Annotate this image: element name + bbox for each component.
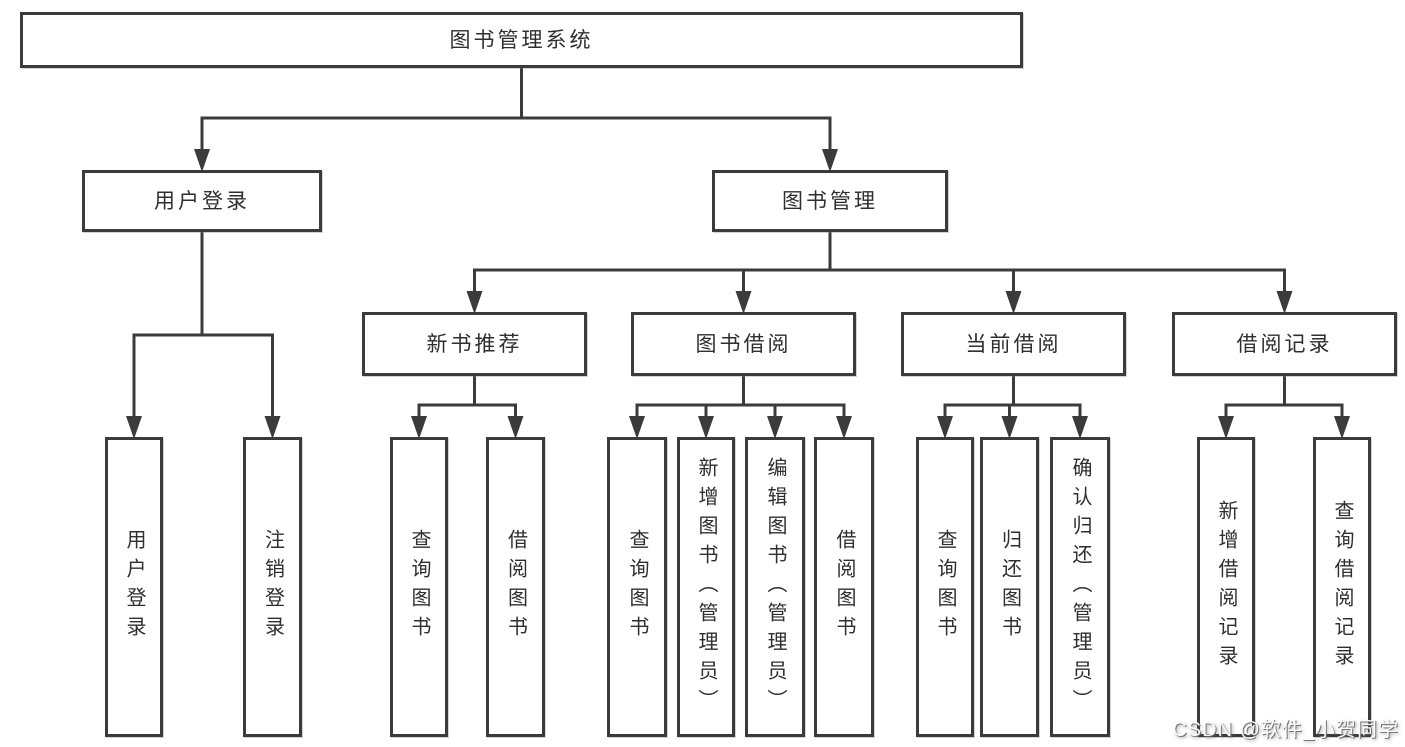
node-user-login: 用户登录 [82,170,322,232]
node-leaf-borrow-book-2-label: 借阅图书 [833,529,855,645]
node-leaf-add-book-admin: 新增图书（管理员） [677,437,735,737]
node-leaf-query-book-1: 查询图书 [390,437,448,737]
arrowhead-icon [507,416,524,439]
arrowhead-icon [1334,416,1350,439]
arrowhead-icon [126,416,142,439]
node-leaf-query-book-1-label: 查询图书 [408,529,430,645]
arrowhead-icon [1072,416,1088,439]
node-leaf-edit-book-admin: 编辑图书（管理员） [745,437,805,737]
arrowhead-icon [1276,291,1293,314]
node-leaf-borrow-book-1-label: 借阅图书 [504,529,527,645]
arrowhead-icon [1218,416,1234,439]
node-leaf-user-login: 用户登录 [105,437,163,737]
node-leaf-add-book-admin-label: 新增图书（管理员） [695,456,717,718]
node-leaf-borrow-book-1: 借阅图书 [486,437,545,737]
node-leaf-query-book-2-label: 查询图书 [626,529,648,645]
node-new-book-recommend: 新书推荐 [362,312,587,376]
arrowhead-icon [466,291,483,314]
node-library-system: 图书管理系统 [20,12,1023,68]
node-leaf-query-book-2: 查询图书 [607,437,667,737]
node-leaf-confirm-return-label: 确认归还（管理员） [1069,456,1091,718]
node-borrow-record-label: 借阅记录 [1236,332,1333,356]
node-leaf-user-login-label: 用户登录 [123,529,145,645]
node-leaf-query-book-3-label: 查询图书 [934,529,956,645]
node-leaf-confirm-return: 确认归还（管理员） [1050,437,1110,737]
arrowhead-icon [411,416,427,439]
arrowhead-icon [836,416,852,439]
node-leaf-edit-book-admin-label: 编辑图书（管理员） [764,456,786,718]
node-leaf-query-borrow-record-label: 查询借阅记录 [1331,500,1353,674]
node-leaf-add-borrow-record-label: 新增借阅记录 [1215,500,1237,674]
watermark: CSDN @软件_小贺同学 [1172,719,1399,741]
node-current-borrow-label: 当前借阅 [965,332,1062,356]
node-book-borrow: 图书借阅 [631,312,856,376]
arrowhead-icon [194,149,210,172]
arrowhead-icon [767,416,783,439]
node-leaf-borrow-book-2: 借阅图书 [814,437,874,737]
node-leaf-query-borrow-record: 查询借阅记录 [1313,437,1371,737]
node-leaf-query-book-3: 查询图书 [916,437,974,737]
node-borrow-record: 借阅记录 [1172,312,1397,376]
arrowhead-icon [264,416,281,439]
arrowhead-icon [937,416,953,439]
arrowhead-icon [822,149,838,172]
node-leaf-logout: 注销登录 [243,437,302,737]
node-book-management: 图书管理 [712,170,948,232]
node-leaf-return-book-label: 归还图书 [998,529,1021,645]
arrowhead-icon [735,291,752,314]
arrowhead-icon [629,416,645,439]
node-book-management-label: 图书管理 [782,189,878,213]
arrowhead-icon [698,416,714,439]
node-library-system-label: 图书管理系统 [449,28,594,52]
node-leaf-return-book: 归还图书 [980,437,1039,737]
node-user-login-label: 用户登录 [154,189,250,213]
node-book-borrow-label: 图书借阅 [695,332,792,356]
arrowhead-icon [1005,291,1022,314]
arrowhead-icon [1001,416,1018,439]
node-current-borrow: 当前借阅 [901,312,1126,376]
node-leaf-logout-label: 注销登录 [261,529,284,645]
node-leaf-add-borrow-record: 新增借阅记录 [1197,437,1255,737]
node-new-book-recommend-label: 新书推荐 [426,332,523,356]
